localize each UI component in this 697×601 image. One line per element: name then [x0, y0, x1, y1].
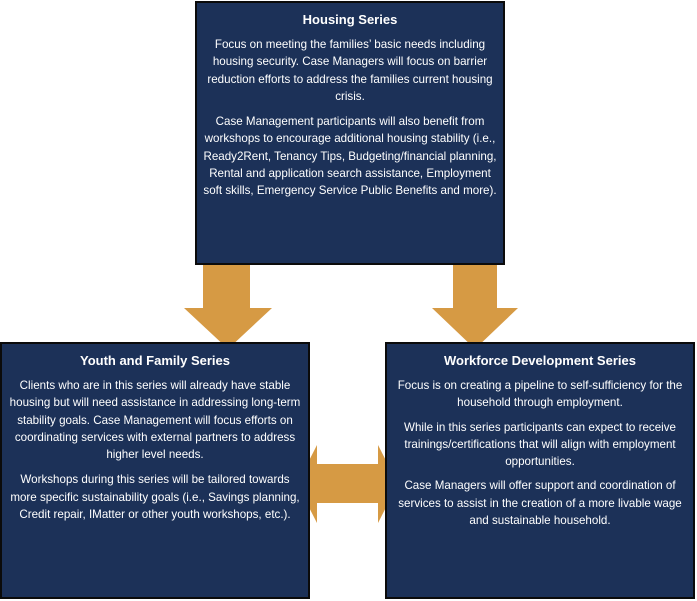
arrow-housing-to-youth	[184, 256, 272, 349]
youth-family-series-workshops: Workshops during this series will be tai…	[10, 473, 300, 522]
workforce-development-series-title: Workforce Development Series	[444, 353, 636, 368]
youth-family-series-title: Youth and Family Series	[79, 353, 231, 368]
arrow-housing-to-workforce	[432, 256, 518, 349]
housing-series-box: Housing Series Focus on meeting the fami…	[195, 1, 505, 265]
youth-family-series-box: Youth and Family Series Clients who are …	[0, 342, 310, 599]
housing-series-description: Focus on meeting the families’ basic nee…	[207, 38, 493, 103]
youth-family-series-description: Clients who are in this series will alre…	[9, 379, 301, 462]
workforce-development-series-support: Case Managers will offer support and coo…	[398, 479, 682, 528]
workforce-development-series-description: Focus is on creating a pipeline to self-…	[397, 379, 683, 410]
workforce-development-series-box: Workforce Development Series Focus is on…	[385, 342, 695, 599]
housing-series-title: Housing Series	[302, 12, 398, 27]
workforce-development-series-trainings: While in this series participants can ex…	[404, 420, 676, 469]
double-arrow-youth-workforce	[297, 445, 398, 523]
housing-series-workshops: Case Management participants will also b…	[203, 115, 497, 198]
